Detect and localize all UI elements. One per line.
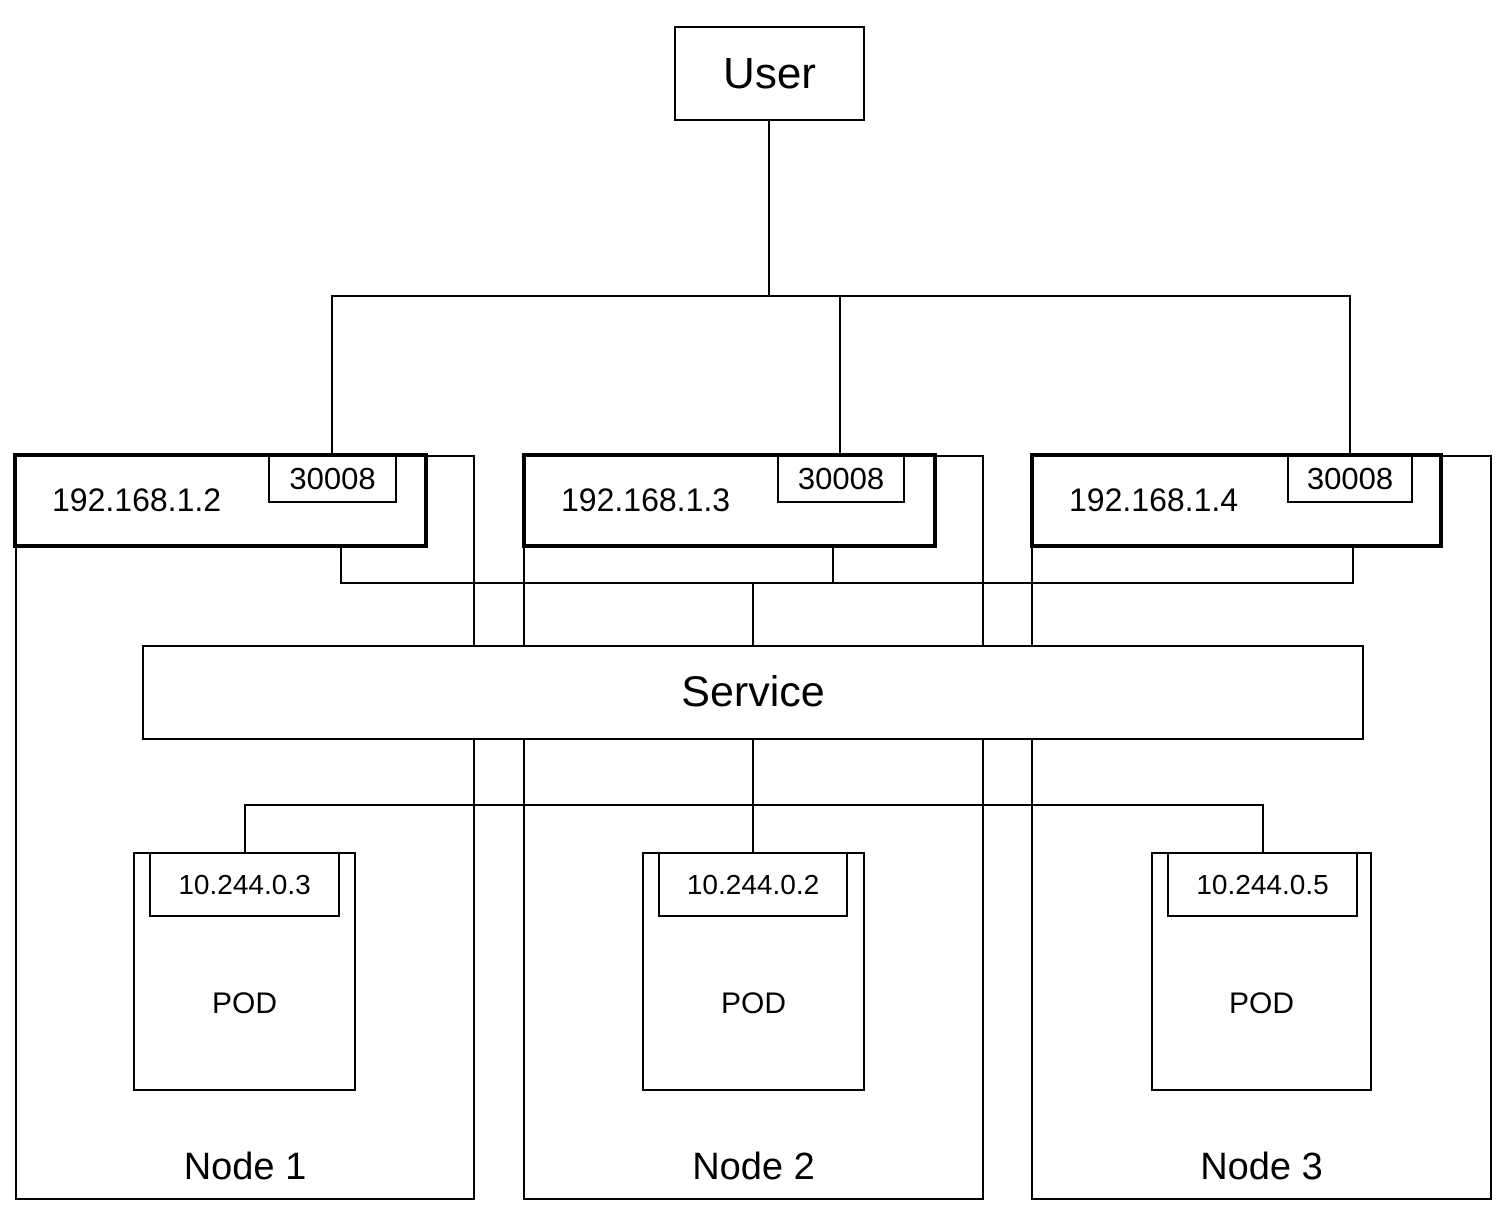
line-mid-bus [340,582,1354,584]
node3-port-tab: 30008 [1287,457,1413,503]
line-ip3-to-midbus [1352,548,1354,584]
node1-port-label: 30008 [289,461,376,496]
pod1-label: POD [211,987,277,1020]
node1-label: Node 1 [183,1145,307,1188]
line-user-to-bus [768,121,770,297]
node2-ip-label: 192.168.1.3 [561,482,731,518]
node3-label: Node 3 [1200,1145,1323,1188]
pod3-ip-tab: 10.244.0.5 [1167,852,1358,917]
node1-ip-label: 192.168.1.2 [52,482,222,518]
pod2-ip-tab: 10.244.0.2 [658,852,848,917]
service-box: Service [142,645,1364,740]
service-label: Service [681,668,825,716]
node2-port-tab: 30008 [777,457,905,503]
line-ip2-to-midbus [832,548,834,584]
line-service-to-podbus [752,740,754,806]
line-podbus-to-pod3 [1262,804,1264,852]
pod1-ip-tab: 10.244.0.3 [149,852,340,917]
line-bus-to-port2 [839,295,841,455]
line-podbus-to-pod2 [752,804,754,852]
node1-port-tab: 30008 [268,457,397,503]
user-label: User [723,48,816,98]
line-top-bus [331,295,1351,297]
line-bus-to-port3 [1349,295,1351,455]
line-podbus-to-pod1 [244,804,246,852]
pod2-ip-label: 10.244.0.2 [686,868,820,900]
line-ip1-to-midbus [340,548,342,584]
line-bus-to-port1 [331,295,333,455]
node3-ip-label: 192.168.1.4 [1069,482,1239,518]
node3-port-label: 30008 [1306,461,1394,496]
pod3-ip-label: 10.244.0.5 [1196,868,1329,900]
line-pod-bus [244,804,1264,806]
pod2-label: POD [720,987,786,1020]
pod1-ip-label: 10.244.0.3 [178,868,311,900]
node2-port-label: 30008 [797,461,885,496]
line-midbus-to-service [752,582,754,646]
node2-label: Node 2 [692,1145,815,1188]
pod3-label: POD [1228,987,1294,1020]
user-box: User [674,26,865,121]
